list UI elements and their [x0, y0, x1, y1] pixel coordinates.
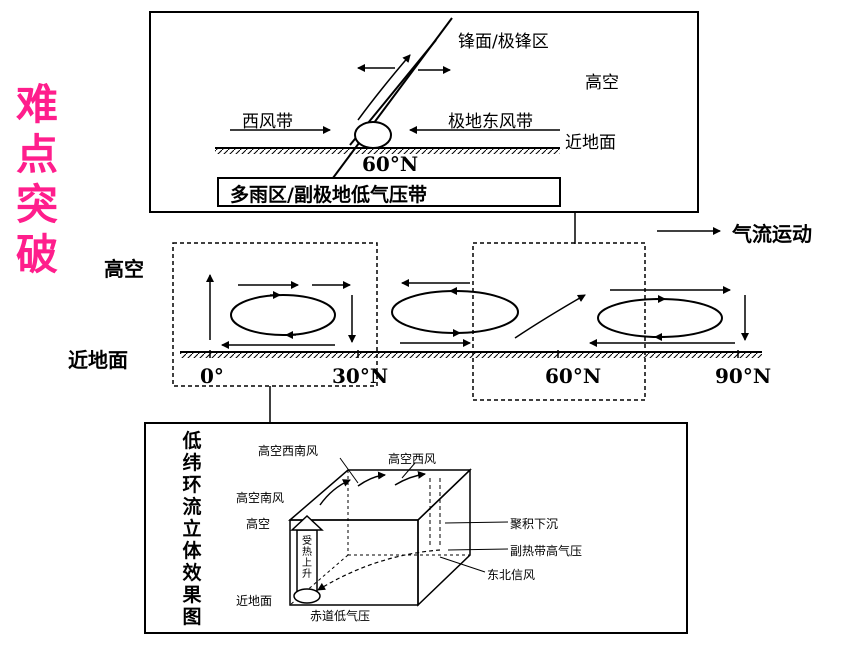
upper-air-label: 高空 [585, 73, 619, 93]
sinking-label: 聚积下沉 [510, 517, 559, 531]
bottom-upper-air-label: 高空 [246, 517, 271, 531]
hadley-cell-loop [230, 294, 336, 336]
pointer-line [447, 548, 509, 551]
front-label: 锋面/极锋区 [458, 32, 549, 52]
ne-trades-label: 东北信风 [487, 568, 536, 582]
rising-column-head [290, 514, 324, 531]
equatorial-low-ellipse [293, 588, 321, 604]
bottom-title-char: 立 [182, 518, 202, 540]
polar-cell-loop [597, 298, 723, 338]
pointer-line [439, 556, 486, 573]
trade-wind-curve [317, 549, 441, 591]
ferrel-cell-loop [391, 290, 519, 334]
bottom-panel-frame [144, 422, 688, 634]
heated-rising-char: 热 [302, 547, 312, 558]
polar-easterlies-label: 极地东风带 [448, 112, 533, 132]
lat-label: 90°N [715, 364, 772, 388]
westerlies-label: 西风带 [242, 112, 293, 132]
low-pressure-ellipse [354, 121, 392, 149]
bottom-title-char: 流 [182, 496, 202, 518]
upper-wind-arrow [357, 471, 386, 487]
bottom-title-char: 果 [182, 584, 202, 606]
bottom-title-char: 环 [182, 474, 202, 496]
pointer-line [339, 457, 359, 484]
upper-wind-arrow [394, 470, 426, 486]
side-title-char: 突 [15, 180, 58, 229]
side-title-char: 点 [15, 130, 58, 179]
dashed-box-low-lat [172, 242, 378, 387]
heated-rising-label: 受 热 上 升 [301, 536, 313, 580]
bottom-title-char: 效 [182, 562, 202, 584]
mid-near-ground-label: 近地面 [68, 348, 128, 372]
rain-zone-box [217, 177, 561, 207]
lat-label: 30°N [332, 364, 389, 388]
box-hidden-edge [289, 554, 349, 606]
bottom-title-char: 纬 [182, 452, 202, 474]
mid-ground-hatch [180, 352, 762, 358]
pointer-line [401, 462, 416, 479]
rising-arrow [357, 54, 411, 121]
rain-zone-label: 多雨区/副极地低气压带 [230, 184, 427, 206]
subtropical-high-label: 副热带高气压 [510, 544, 583, 558]
box-right-face [417, 468, 471, 607]
front-rising-arrow [514, 294, 586, 339]
upper-west-wind-label: 高空西风 [388, 452, 437, 466]
dashed-box-60n [472, 242, 646, 401]
bottom-title-char: 图 [182, 606, 202, 628]
heated-rising-char: 升 [302, 569, 312, 580]
lat-label: 60°N [545, 364, 602, 388]
side-title-char: 破 [15, 230, 58, 279]
pointer-line [444, 521, 509, 524]
lat-label: 0° [200, 364, 224, 388]
upper-sw-wind-label: 高空西南风 [258, 444, 319, 458]
top-ground-hatch [215, 148, 560, 154]
equatorial-low-label: 赤道低气压 [310, 609, 371, 623]
upper-south-wind-label: 高空南风 [236, 491, 285, 505]
latitude-60n-label: 60°N [362, 152, 419, 176]
top-panel-frame [149, 11, 699, 213]
bottom-near-ground-label: 近地面 [236, 594, 273, 608]
mid-upper-air-label: 高空 [104, 257, 144, 281]
side-title: 难 点 突 破 [12, 80, 62, 280]
upper-wind-arrow [319, 479, 351, 506]
bottom-title-char: 体 [182, 540, 202, 562]
heated-rising-char: 上 [302, 558, 312, 569]
side-title-char: 难 [15, 80, 58, 129]
legend-label: 气流运动 [732, 222, 812, 246]
bottom-title: 低 纬 环 流 立 体 效 果 图 [180, 430, 204, 628]
bottom-title-char: 低 [182, 430, 202, 452]
heated-rising-char: 受 [302, 536, 312, 547]
near-ground-label: 近地面 [565, 133, 616, 153]
